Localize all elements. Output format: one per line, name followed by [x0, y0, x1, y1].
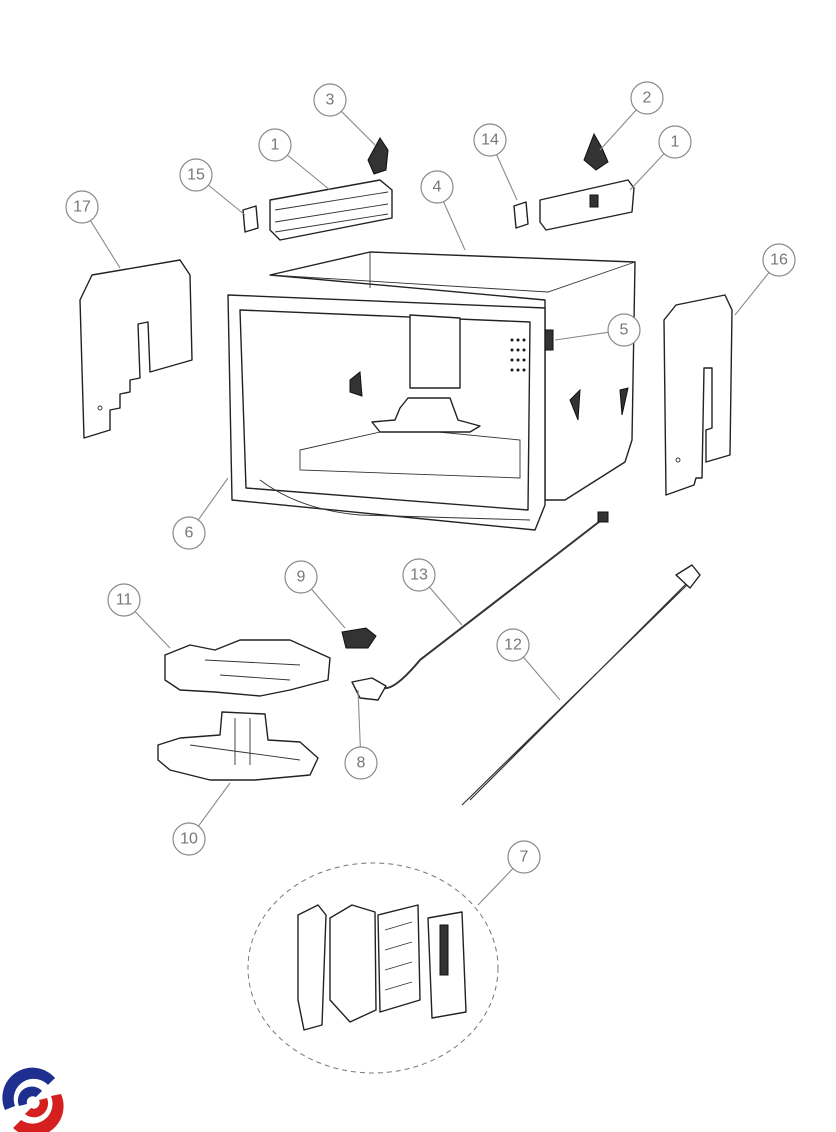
callout-label: 1 — [671, 134, 680, 151]
callout-circle — [496, 628, 530, 662]
callout-15: 15 — [179, 158, 213, 192]
callout-7: 7 — [507, 840, 541, 874]
callout-12: 12 — [496, 628, 530, 662]
callout-label: 6 — [185, 525, 194, 542]
callout-11: 11 — [107, 583, 141, 617]
part-side-panel-right — [663, 294, 733, 496]
callout-label: 16 — [770, 252, 788, 269]
callout-label: 11 — [116, 592, 133, 609]
callout-circle — [762, 243, 796, 277]
callout-label: 8 — [357, 755, 366, 772]
callout-label: 12 — [504, 637, 522, 654]
callout-circle — [658, 125, 692, 159]
callout-circle — [284, 560, 318, 594]
callout-circle — [420, 170, 454, 204]
leader-line — [287, 154, 331, 191]
callout-14: 14 — [473, 123, 507, 157]
callout-label: 17 — [73, 199, 91, 216]
callout-circle — [313, 83, 347, 117]
leader-line — [477, 868, 514, 906]
callout-label: 13 — [410, 567, 428, 584]
leader-line — [629, 153, 665, 191]
callout-label: 3 — [326, 92, 335, 109]
callout-circle — [172, 516, 206, 550]
callout-layer: 3 1 14 2 1 15 4 17 16 5 6 9 11 13 12 8 10 7 — [65, 81, 796, 906]
leader-line — [340, 110, 376, 146]
leader-line — [599, 109, 637, 151]
callout-circle — [65, 190, 99, 224]
leader-line — [208, 184, 246, 216]
callout-16: 16 — [762, 243, 796, 277]
part-clip-14 — [513, 201, 529, 229]
callout-label: 5 — [620, 322, 629, 339]
callout-label: 15 — [187, 167, 205, 184]
callout-circle — [630, 81, 664, 115]
leader-line — [89, 220, 121, 269]
callout-circle — [179, 158, 213, 192]
callout-6: 6 — [172, 516, 206, 550]
callout-2: 2 — [630, 81, 664, 115]
callout-label: 14 — [481, 132, 499, 149]
leader-line — [442, 201, 466, 251]
callout-label: 7 — [520, 849, 529, 866]
callout-circle — [507, 840, 541, 874]
callout-label: 9 — [297, 569, 306, 586]
leader-line — [198, 782, 231, 827]
callout-1: 1 — [658, 125, 692, 159]
part-clip-15 — [242, 205, 259, 233]
part-bracket-11 — [164, 639, 331, 697]
callout-circle — [607, 313, 641, 347]
leader-line — [429, 586, 463, 626]
part-power-cord-12 — [461, 564, 701, 806]
leader-line — [522, 656, 561, 701]
part-control-board-group-7 — [247, 862, 499, 1074]
callout-label: 4 — [433, 179, 442, 196]
part-cable-13 — [383, 517, 605, 690]
part-tub — [227, 251, 636, 531]
leader-line — [311, 588, 346, 629]
callout-4: 4 — [420, 170, 454, 204]
callout-circle — [402, 558, 436, 592]
callout-8: 8 — [344, 746, 378, 780]
callout-17: 17 — [65, 190, 99, 224]
callout-10: 10 — [172, 822, 206, 856]
leader-line — [554, 331, 609, 341]
part-connector-9 — [341, 627, 377, 649]
callout-13: 13 — [402, 558, 436, 592]
callout-9: 9 — [284, 560, 318, 594]
callout-label: 1 — [271, 137, 280, 154]
callout-3: 3 — [313, 83, 347, 117]
leader-line — [197, 477, 229, 521]
part-side-panel-left — [79, 259, 193, 439]
brand-logo — [2, 1067, 64, 1132]
part-hinge-right — [583, 132, 609, 171]
callout-circle — [172, 822, 206, 856]
part-rail-left — [269, 179, 393, 241]
callout-circle — [107, 583, 141, 617]
part-hinge-left — [367, 137, 389, 175]
leader-line — [496, 154, 518, 201]
leader-line — [357, 689, 361, 748]
vent-holes — [510, 338, 526, 372]
part-bracket-10 — [157, 711, 319, 781]
callout-1: 1 — [258, 128, 292, 162]
leader-line — [734, 272, 770, 316]
callout-label: 10 — [180, 831, 198, 848]
part-connector-8 — [351, 677, 387, 701]
callout-circle — [258, 128, 292, 162]
leader-line — [134, 611, 171, 649]
callout-label: 2 — [643, 90, 652, 107]
callout-circle — [473, 123, 507, 157]
callout-5: 5 — [607, 313, 641, 347]
callout-circle — [344, 746, 378, 780]
part-rail-right — [539, 179, 635, 231]
